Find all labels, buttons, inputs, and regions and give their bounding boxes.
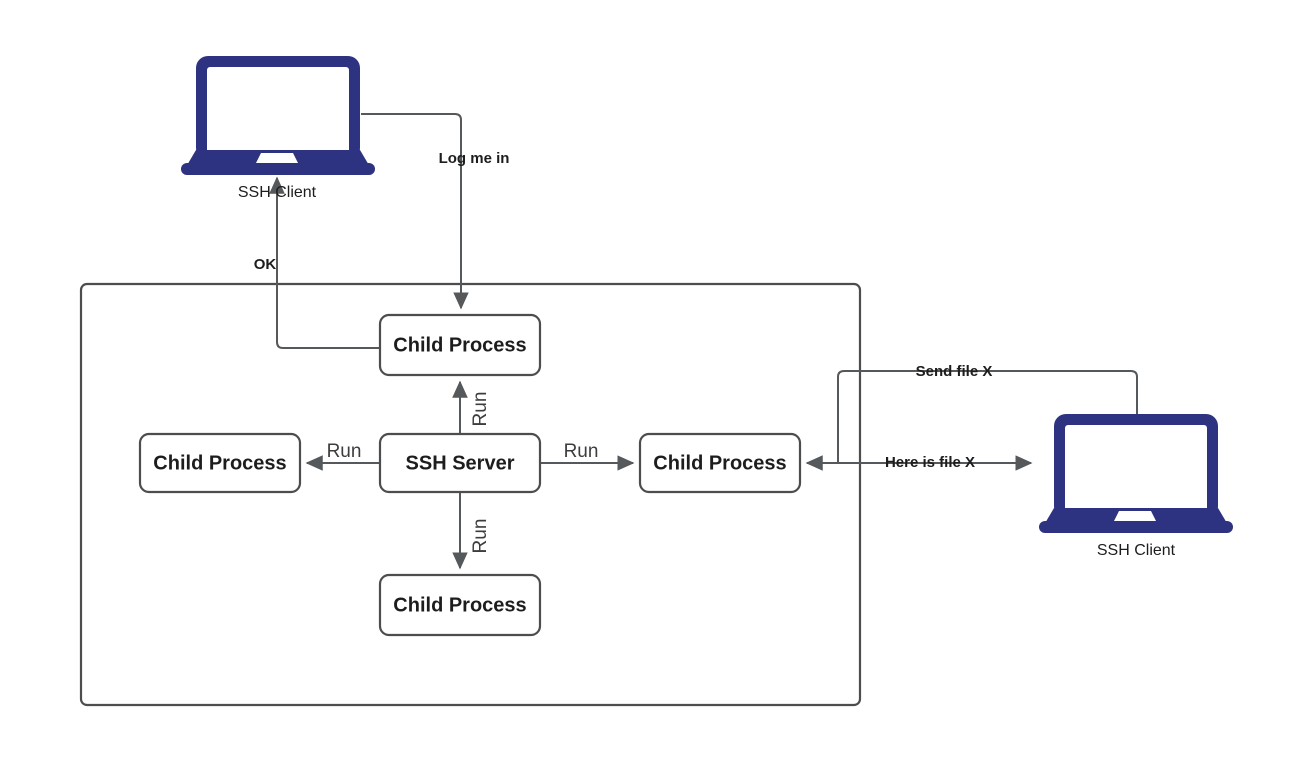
node-child-process-left[interactable]: Child Process [138, 432, 302, 494]
node-label: Child Process [653, 452, 786, 474]
device-ssh-client-right[interactable]: SSH Client [1039, 414, 1233, 559]
edge-label-here-is-file-x: Here is file X [885, 454, 975, 471]
edge-label-run-up: Run [470, 392, 491, 427]
server-container-boundary [79, 282, 862, 707]
node-box [638, 432, 802, 494]
node-child-process-right[interactable]: Child Process [638, 432, 802, 494]
node-box [138, 432, 302, 494]
connector-log-me-in [361, 113, 469, 310]
node-label: Child Process [393, 334, 526, 356]
connector-ok [269, 176, 380, 349]
edge-label-run-left: Run [327, 441, 362, 462]
laptop-icon [1039, 414, 1233, 533]
node-child-process-top[interactable]: Child Process [378, 313, 542, 377]
node-box [378, 313, 542, 377]
node-label: Child Process [153, 452, 286, 474]
node-box [378, 573, 542, 637]
device-label: SSH Client [238, 184, 317, 201]
node-box [378, 432, 542, 494]
node-label: Child Process [393, 594, 526, 616]
laptop-icon [181, 56, 375, 175]
device-label: SSH Client [1097, 542, 1176, 559]
edge-label-send-file-x: Send file X [916, 363, 993, 380]
edge-label-ok: OK [254, 256, 277, 273]
connector-send-file-x [837, 370, 1138, 463]
edge-label-run-down: Run [470, 519, 491, 554]
node-ssh-server[interactable]: SSH Server [378, 432, 542, 494]
node-label: SSH Server [406, 452, 515, 474]
edge-label-log-me-in: Log me in [439, 150, 510, 167]
edge-label-run-right: Run [564, 441, 599, 462]
device-ssh-client-top[interactable]: SSH Client [181, 56, 375, 201]
node-child-process-bottom[interactable]: Child Process [378, 573, 542, 637]
